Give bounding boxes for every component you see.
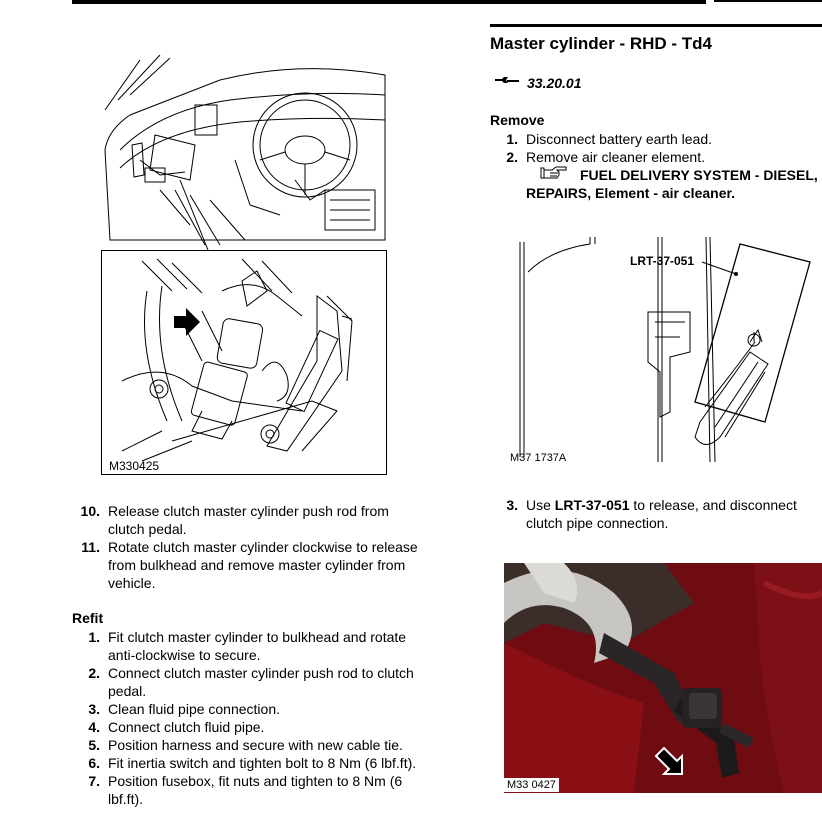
clutch-pipe-photo: M33 0427 [504, 563, 822, 793]
refit-steps: 1.Fit clutch master cylinder to bulkhead… [72, 628, 422, 808]
dashboard-overview-illustration [104, 54, 386, 250]
arrow-pointer-icon [654, 746, 683, 775]
remove-steps: 1.Disconnect battery earth lead. 2.Remov… [490, 130, 820, 166]
list-item: 4.Connect clutch fluid pipe. [88, 719, 265, 735]
master-cylinder-detail-drawing [121, 258, 353, 462]
operation-code: 33.20.01 [527, 75, 582, 91]
figure-caption: M37 1737A [510, 452, 567, 464]
photo-scene [504, 563, 822, 793]
list-item: 1.Disconnect battery earth lead. [506, 131, 712, 147]
figure-caption: M330425 [109, 459, 160, 473]
list-item: 3.Clean fluid pipe connection. [88, 701, 281, 717]
arrow-pointer-icon [174, 308, 200, 336]
wrench-icon [495, 77, 519, 83]
master-cylinder-detail-figure: M330425 [101, 250, 387, 475]
refit-heading: Refit [72, 610, 104, 626]
figure-caption: M33 0427 [504, 778, 559, 792]
remove-heading: Remove [490, 112, 545, 128]
remove-step-3: 3.Use LRT-37-051 to release, and disconn… [490, 496, 820, 532]
top-rule [72, 0, 706, 4]
list-item: 3.Use LRT-37-051 to release, and disconn… [506, 497, 797, 531]
list-item: 6.Fit inertia switch and tighten bolt to… [88, 755, 417, 771]
list-item: 7.Position fusebox, fit nuts and tighten… [88, 773, 403, 807]
section-rule [490, 24, 822, 27]
remove-steps-continued: 10.Release clutch master cylinder push r… [72, 502, 422, 592]
cross-reference-link[interactable]: FUEL DELIVERY SYSTEM - DIESEL, REPAIRS, … [526, 167, 818, 201]
tool-label: LRT-37-051 [630, 254, 695, 268]
pointing-hand-icon [540, 166, 567, 179]
special-tool-illustration [519, 236, 811, 463]
list-item: 10.Release clutch master cylinder push r… [80, 503, 389, 537]
top-rule-right [714, 0, 822, 2]
list-item: 2.Connect clutch master cylinder push ro… [88, 665, 414, 699]
list-item: 11.Rotate clutch master cylinder clockwi… [81, 539, 418, 591]
tool-leader-line [701, 261, 738, 276]
list-item: 1.Fit clutch master cylinder to bulkhead… [88, 629, 407, 663]
list-item: 2.Remove air cleaner element. [506, 149, 705, 165]
list-item: 5.Position harness and secure with new c… [88, 737, 403, 753]
page-title: Master cylinder - RHD - Td4 [490, 34, 712, 53]
